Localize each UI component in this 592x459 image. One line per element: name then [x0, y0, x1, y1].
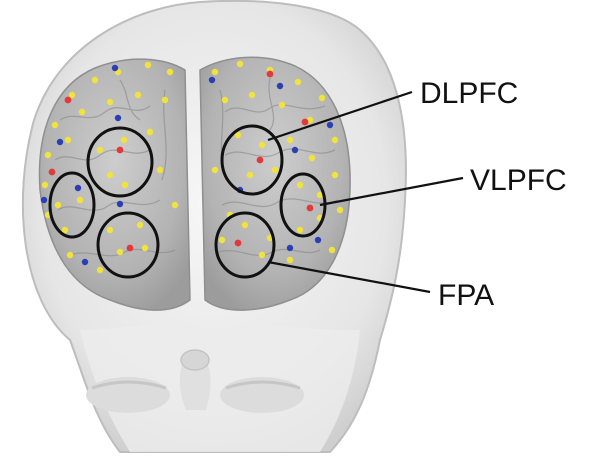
vlpfc-label: VLPFC — [470, 164, 567, 197]
fpa-label: FPA — [438, 279, 494, 312]
dlpfc-label: DLPFC — [420, 77, 518, 110]
